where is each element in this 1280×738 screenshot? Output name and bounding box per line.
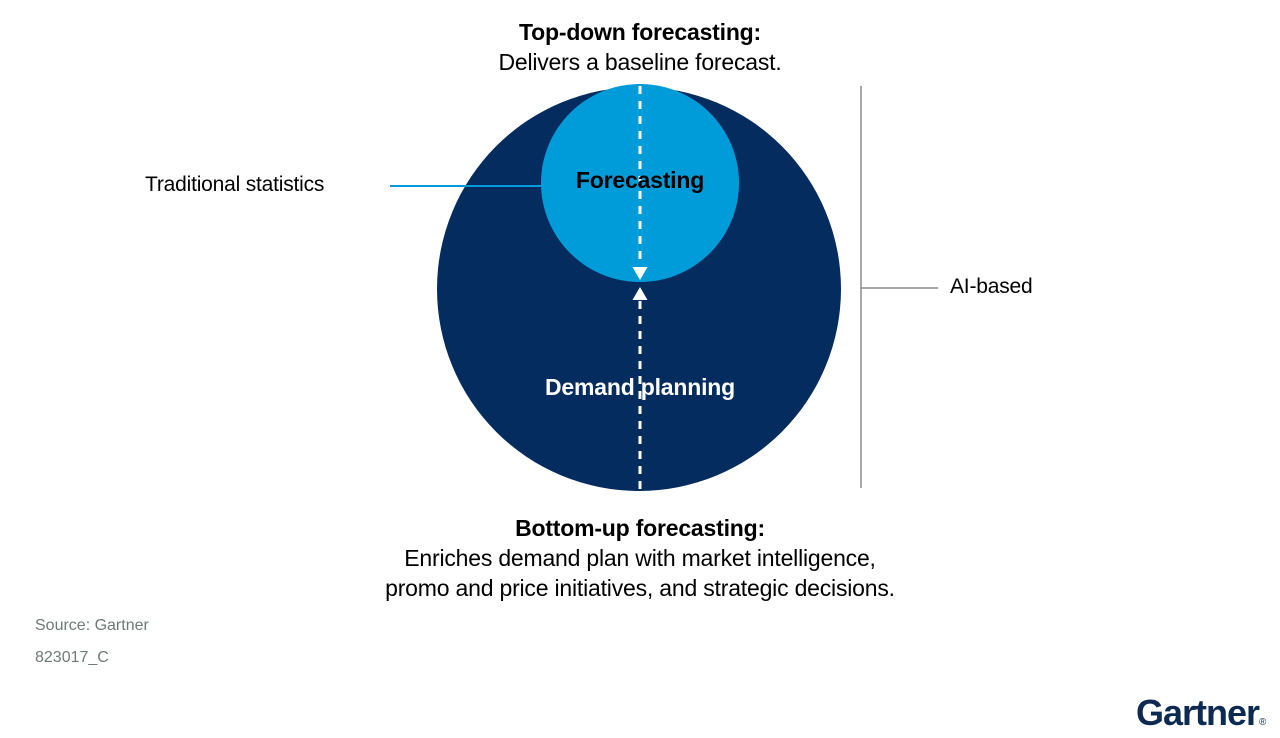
gartner-logo: Gartner® — [1136, 692, 1266, 734]
document-id: 823017_C — [35, 649, 109, 666]
bottom-caption-line2: promo and price initiatives, and strateg… — [385, 575, 895, 601]
source-block: Source: Gartner 823017_C — [35, 610, 149, 674]
source-text: Source: Gartner — [35, 617, 149, 634]
bottom-caption-line1: Enriches demand plan with market intelli… — [404, 545, 876, 571]
forecasting-label: Forecasting — [575, 167, 705, 193]
gartner-logo-text: Gartner — [1136, 692, 1260, 733]
demand-planning-label: Demand planning — [545, 374, 735, 400]
top-caption: Top-down forecasting: Delivers a baselin… — [0, 17, 1280, 77]
top-caption-title: Top-down forecasting: — [519, 19, 761, 45]
top-caption-subtitle: Delivers a baseline forecast. — [498, 49, 782, 75]
ai-based-label: AI-based — [950, 275, 1033, 298]
registered-mark-icon: ® — [1259, 717, 1267, 728]
bottom-caption-title: Bottom-up forecasting: — [515, 515, 765, 541]
bottom-caption: Bottom-up forecasting: Enriches demand p… — [0, 513, 1280, 603]
traditional-statistics-label: Traditional statistics — [145, 173, 325, 196]
